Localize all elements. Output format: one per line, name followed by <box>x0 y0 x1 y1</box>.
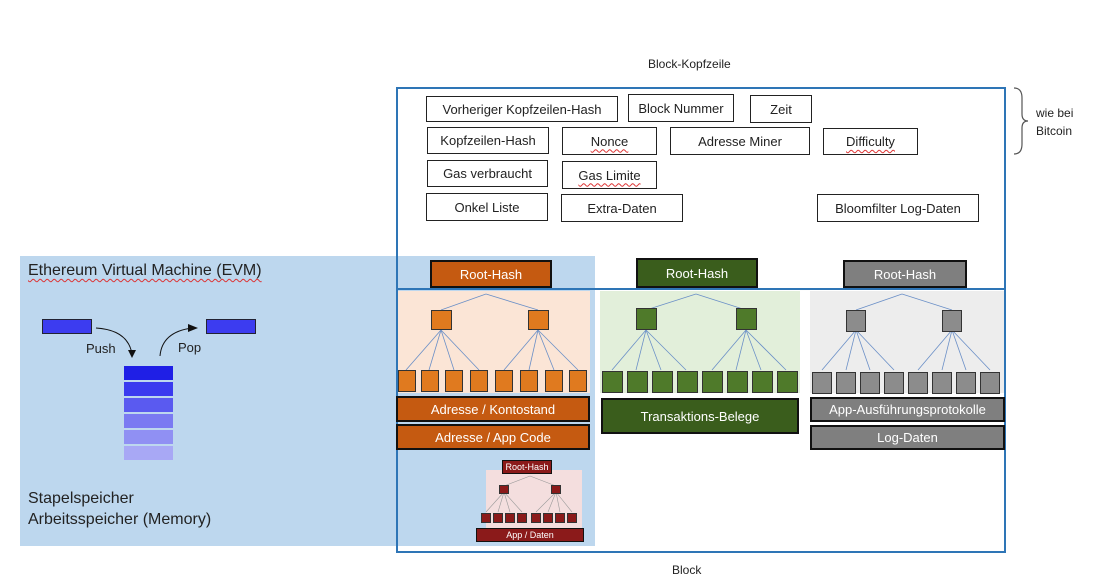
state-leaf-node <box>569 370 587 392</box>
transactions-root-hash: Root-Hash <box>636 258 758 288</box>
stack-cell <box>124 414 173 428</box>
field-uncle-list: Onkel Liste <box>426 193 548 221</box>
state-leaf-node <box>520 370 538 392</box>
receipts-leaf-node <box>932 372 952 394</box>
merkle-tree-edges <box>405 293 991 371</box>
storage-leaf-node <box>505 513 515 523</box>
push-item <box>42 319 92 334</box>
receipts-bar-app-logs: App-Ausführungsprotokolle <box>810 397 1005 422</box>
storage-tree-node <box>551 485 561 494</box>
header-body-divider <box>396 288 1006 290</box>
brace-icon <box>1013 87 1029 155</box>
receipts-leaf-node <box>980 372 1000 394</box>
field-previous-header-hash: Vorheriger Kopfzeilen-Hash <box>426 96 618 122</box>
stack-cell <box>124 430 173 444</box>
pop-item <box>206 319 256 334</box>
receipts-root-hash: Root-Hash <box>843 260 967 288</box>
storage-leaf-node <box>481 513 491 523</box>
transactions-leaf-node <box>627 371 648 393</box>
transactions-bar-receipts: Transaktions-Belege <box>601 398 799 434</box>
receipts-leaf-node <box>884 372 904 394</box>
field-difficulty: Difficulty <box>823 128 918 155</box>
state-leaf-node <box>545 370 563 392</box>
storage-leaf-node <box>531 513 541 523</box>
state-tree-node <box>431 310 452 330</box>
state-leaf-node <box>495 370 513 392</box>
storage-tree-node <box>499 485 509 494</box>
stack-label: Stapelspeicher <box>28 490 134 507</box>
receipts-leaf-node <box>860 372 880 394</box>
field-gas-limit: Gas Limite <box>562 161 657 189</box>
state-leaf-node <box>470 370 488 392</box>
storage-root-hash: Root-Hash <box>502 460 552 474</box>
transactions-leaf-node <box>752 371 773 393</box>
storage-leaf-node <box>517 513 527 523</box>
receipts-leaf-node <box>836 372 856 394</box>
transactions-leaf-node <box>602 371 623 393</box>
stack-cell <box>124 382 173 396</box>
storage-bar-app-data: App / Daten <box>476 528 584 542</box>
field-time: Zeit <box>750 95 812 123</box>
state-root-hash: Root-Hash <box>430 260 552 288</box>
push-pop-arrows-icon <box>95 324 198 358</box>
state-leaf-node <box>421 370 439 392</box>
push-label: Push <box>86 341 116 356</box>
receipts-tree-node <box>942 310 962 332</box>
transactions-leaf-node <box>702 371 723 393</box>
storage-leaf-node <box>543 513 553 523</box>
field-extra-data: Extra-Daten <box>561 194 683 222</box>
state-leaf-node <box>398 370 416 392</box>
brace-note: wie bei Bitcoin <box>1036 106 1074 138</box>
pop-label: Pop <box>178 340 202 355</box>
gas-limit-text: Gas Limite <box>578 167 641 183</box>
transactions-leaf-node <box>777 371 798 393</box>
stack-cell <box>124 446 173 460</box>
receipts-leaf-node <box>956 372 976 394</box>
field-nonce: Nonce <box>562 127 657 155</box>
state-tree-node <box>528 310 549 330</box>
stack-cell <box>124 366 173 380</box>
difficulty-text: Difficulty <box>846 134 895 149</box>
transactions-tree-node <box>636 308 657 330</box>
transactions-tree-node <box>736 308 757 330</box>
field-header-hash: Kopfzeilen-Hash <box>427 127 549 154</box>
state-bar-balance: Adresse / Kontostand <box>396 396 590 422</box>
evm-title-text: Ethereum Virtual Machine (EVM) <box>28 262 262 279</box>
field-bloomfilter: Bloomfilter Log-Daten <box>817 194 979 222</box>
field-miner-address: Adresse Miner <box>670 127 810 155</box>
evm-title: Ethereum Virtual Machine (EVM) <box>28 262 262 280</box>
storage-leaf-node <box>567 513 577 523</box>
storage-leaf-node <box>555 513 565 523</box>
state-leaf-node <box>445 370 463 392</box>
receipts-leaf-node <box>812 372 832 394</box>
nonce-text: Nonce <box>590 133 629 149</box>
receipts-bar-log-data: Log-Daten <box>810 425 1005 450</box>
stack-cell <box>124 398 173 412</box>
transactions-leaf-node <box>727 371 748 393</box>
transactions-leaf-node <box>652 371 673 393</box>
block-title: Block <box>672 563 702 577</box>
state-bar-app-code: Adresse / App Code <box>396 424 590 450</box>
receipts-leaf-node <box>908 372 928 394</box>
field-block-number: Block Nummer <box>628 94 734 122</box>
memory-label: Arbeitsspeicher (Memory) <box>28 511 212 528</box>
storage-tree-edges <box>485 475 573 513</box>
block-frame <box>396 87 1006 553</box>
receipts-tree-node <box>846 310 866 332</box>
field-gas-used: Gas verbraucht <box>427 160 548 187</box>
transactions-leaf-node <box>677 371 698 393</box>
storage-leaf-node <box>493 513 503 523</box>
block-header-title: Block-Kopfzeile <box>648 57 731 71</box>
